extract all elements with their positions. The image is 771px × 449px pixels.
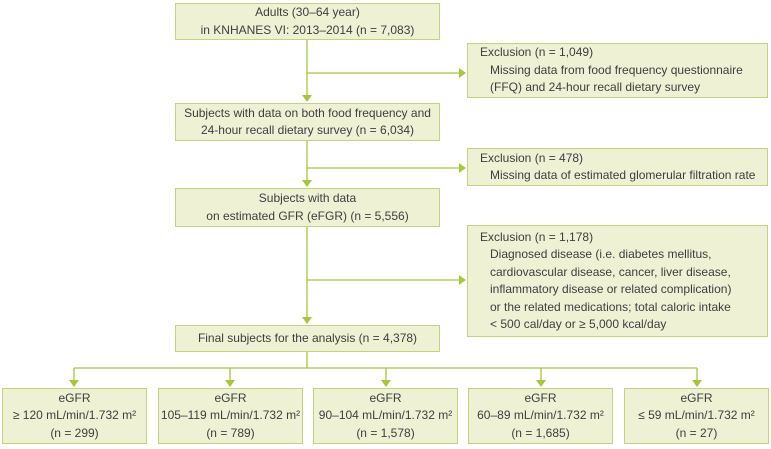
exclusion-detail: (FFQ) and 24-hour recall dietary survey (490, 80, 701, 95)
box-line: 24-hour recall dietary survey (n = 6,034… (200, 123, 415, 137)
flow-box-adults: Adults (30–64 year) in KNHANES VI: 2013–… (175, 3, 440, 40)
exclusion-box-2: Exclusion (n = 478) Missing data of esti… (467, 148, 768, 186)
egfr-range: 90–104 mL/min/1.732 m² (318, 408, 453, 423)
exclusion-title: Exclusion (n = 1,049) (480, 45, 594, 60)
box-line: Subjects with data (258, 191, 357, 205)
egfr-range: ≤ 59 mL/min/1.732 m² (638, 408, 755, 423)
egfr-range: 60–89 mL/min/1.732 m² (477, 408, 604, 423)
egfr-box-2: eGFR 105–119 mL/min/1.732 m² (n = 789) (158, 388, 303, 444)
flow-box-gfr-subjects: Subjects with data on estimated GFR (eFG… (175, 188, 440, 227)
arrow-down-icon (692, 380, 702, 387)
egfr-label: eGFR (58, 390, 91, 405)
egfr-range: ≥ 120 mL/min/1.732 m² (12, 408, 137, 423)
exclusion-title: Exclusion (n = 478) (480, 150, 584, 165)
egfr-count: (n = 27) (675, 425, 718, 440)
arrow-right-icon (459, 275, 466, 285)
arrow-right-icon (459, 68, 466, 78)
egfr-label: eGFR (369, 390, 402, 405)
egfr-label: eGFR (214, 390, 247, 405)
egfr-box-3: eGFR 90–104 mL/min/1.732 m² (n = 1,578) (313, 388, 458, 444)
egfr-count: (n = 1,578) (356, 425, 415, 440)
arrow-right-icon (459, 163, 466, 173)
exclusion-detail: Missing data of estimated glomerular fil… (490, 168, 756, 182)
flow-box-final-subjects: Final subjects for the analysis (n = 4,3… (175, 325, 440, 352)
arrow-down-icon (302, 317, 312, 324)
egfr-label: eGFR (680, 390, 713, 405)
arrow-down-icon (381, 380, 391, 387)
box-line: Adults (30–64 year) (255, 5, 360, 19)
box-line: Subjects with data on both food frequenc… (184, 105, 431, 120)
box-line: Final subjects for the analysis (n = 4,3… (197, 330, 418, 345)
exclusion-box-3: Exclusion (n = 1,178) Diagnosed disease … (467, 225, 768, 337)
egfr-box-1: eGFR ≥ 120 mL/min/1.732 m² (n = 299) (2, 388, 147, 444)
exclusion-detail: or the related medications; total calori… (490, 299, 731, 314)
arrowheads (69, 68, 702, 387)
exclusion-detail: cardiovascular disease, cancer, liver di… (490, 264, 731, 279)
egfr-box-4: eGFR 60–89 mL/min/1.732 m² (n = 1,685) (468, 388, 613, 444)
arrow-down-icon (225, 380, 235, 387)
exclusion-detail: < 500 cal/day or ≥ 5,000 kcal/day (490, 317, 667, 331)
exclusion-title: Exclusion (n = 1,178) (480, 229, 594, 244)
connector-lines (73, 40, 698, 381)
exclusion-detail: Diagnosed disease (i.e. diabetes mellitu… (490, 247, 712, 261)
egfr-count: (n = 789) (206, 425, 255, 440)
arrow-down-icon (302, 95, 312, 102)
arrow-down-icon (69, 380, 79, 387)
egfr-count: (n = 299) (50, 425, 99, 440)
arrow-down-icon (302, 180, 312, 187)
exclusion-detail: inflammatory disease or related complica… (490, 282, 732, 296)
egfr-count: (n = 1,685) (511, 425, 570, 440)
box-line: in KNHANES VI: 2013–2014 (n = 7,083) (200, 22, 415, 37)
egfr-label: eGFR (524, 390, 557, 405)
egfr-range: 105–119 mL/min/1.732 m² (160, 408, 301, 423)
flow-box-ffq-subjects: Subjects with data on both food frequenc… (175, 103, 440, 141)
exclusion-detail: Missing data from food frequency questio… (490, 62, 743, 77)
exclusion-box-1: Exclusion (n = 1,049) Missing data from … (467, 43, 768, 98)
arrow-down-icon (536, 380, 546, 387)
box-line: on estimated GFR (eFGR) (n = 5,556) (206, 208, 409, 223)
egfr-box-5: eGFR ≤ 59 mL/min/1.732 m² (n = 27) (624, 388, 769, 444)
